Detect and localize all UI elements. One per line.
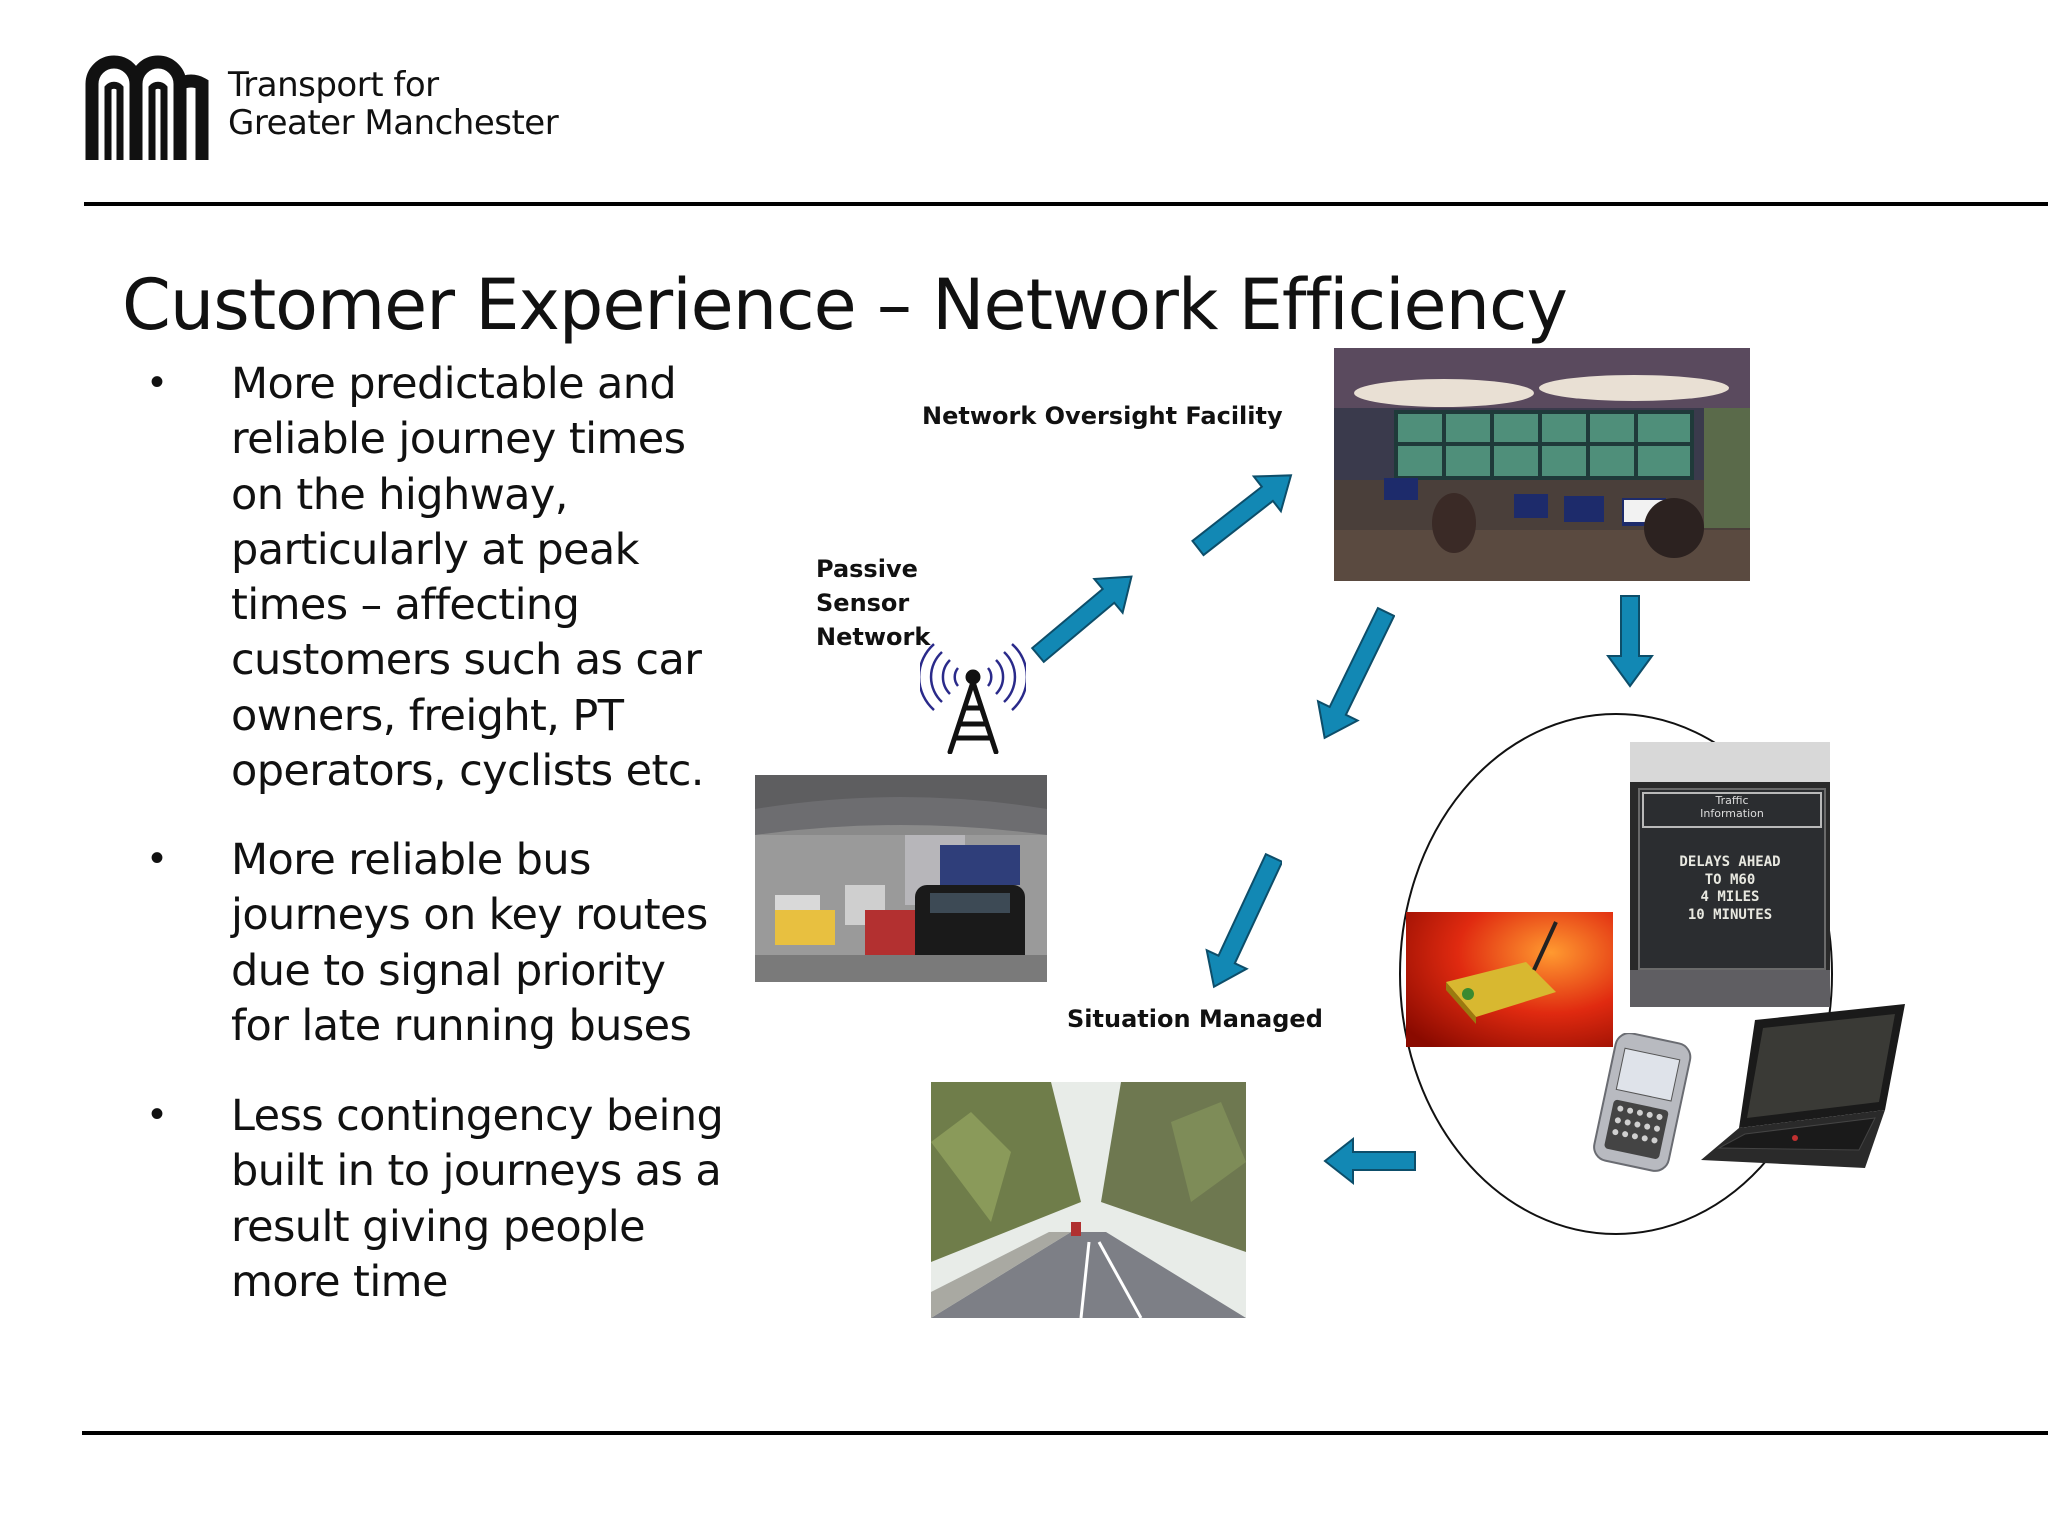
label-line: Sensor	[816, 589, 910, 617]
arrow-icon	[1030, 575, 1133, 664]
sign-message-line: TO M60	[1704, 871, 1756, 888]
arrow-icon	[1191, 474, 1293, 557]
arrow-icon	[1606, 595, 1654, 688]
sign-message-line: DELAYS AHEAD	[1679, 854, 1781, 870]
bullet-line: result giving people	[231, 1201, 646, 1252]
bullet-text-2: More reliable bus journeys on key routes…	[231, 833, 751, 1054]
gps-device-photo	[1406, 912, 1613, 1047]
bullet-marker: •	[150, 836, 165, 880]
bullet-line: operators, cyclists etc.	[231, 746, 704, 797]
sign-header-line: Information	[1700, 807, 1764, 820]
label-line: Network	[816, 623, 931, 651]
arrow-icon	[1323, 1136, 1416, 1186]
bullet-line: times – affecting	[231, 580, 580, 631]
brand-name: Transport for Greater Manchester	[228, 65, 559, 143]
label-situation-managed: Situation Managed	[1067, 1005, 1323, 1033]
page-title: Customer Experience – Network Efficiency	[122, 264, 1568, 346]
bullet-marker: •	[150, 360, 165, 404]
bullet-line: More predictable and	[231, 359, 677, 409]
bullet-line: More reliable bus	[231, 835, 591, 885]
label-network-oversight: Network Oversight Facility	[922, 402, 1283, 430]
footer-divider	[82, 1431, 2048, 1435]
bullet-text-1: More predictable and reliable journey ti…	[231, 357, 751, 799]
antenna-tower-icon	[920, 638, 1026, 754]
label-line: Passive	[816, 555, 918, 583]
label-passive-sensor: Passive Sensor Network	[816, 552, 930, 654]
bullet-line: on the highway,	[231, 469, 568, 520]
bullet-line: Less contingency being	[231, 1091, 724, 1141]
control-room-photo	[1334, 348, 1750, 581]
bullet-line: reliable journey times	[231, 414, 686, 465]
bullet-line: customers such as car	[231, 635, 702, 686]
bullet-line: due to signal priority	[231, 945, 666, 996]
tfgm-m-logo-icon	[84, 44, 209, 160]
traffic-information-sign: Traffic Information DELAYS AHEAD TO M60 …	[1630, 742, 1830, 1007]
bullet-line: more time	[231, 1256, 448, 1307]
devices-circle	[1398, 712, 1834, 1236]
arrow-icon	[1316, 606, 1395, 740]
bullet-line: journeys on key routes	[231, 890, 708, 941]
street-photo	[931, 1082, 1246, 1318]
brand-line-2: Greater Manchester	[228, 103, 559, 143]
bullet-text-3: Less contingency being built in to journ…	[231, 1089, 751, 1310]
sign-message-line: 4 MILES	[1700, 889, 1760, 905]
sign-header-line: Traffic	[1715, 794, 1749, 807]
sign-message-line: 10 MINUTES	[1687, 906, 1773, 923]
header-divider	[84, 202, 2048, 206]
arrow-icon	[1205, 852, 1282, 989]
bullet-line: built in to journeys as a	[231, 1146, 722, 1197]
bullet-line: owners, freight, PT	[231, 690, 624, 741]
brand-line-1: Transport for	[228, 65, 439, 105]
mobile-phone-photo	[1582, 1033, 1702, 1173]
bullet-marker: •	[150, 1092, 165, 1136]
bullet-line: particularly at peak	[231, 524, 640, 575]
bullet-line: for late running buses	[231, 1000, 692, 1051]
laptop-photo	[1695, 1000, 1910, 1175]
traffic-photo	[755, 775, 1047, 982]
